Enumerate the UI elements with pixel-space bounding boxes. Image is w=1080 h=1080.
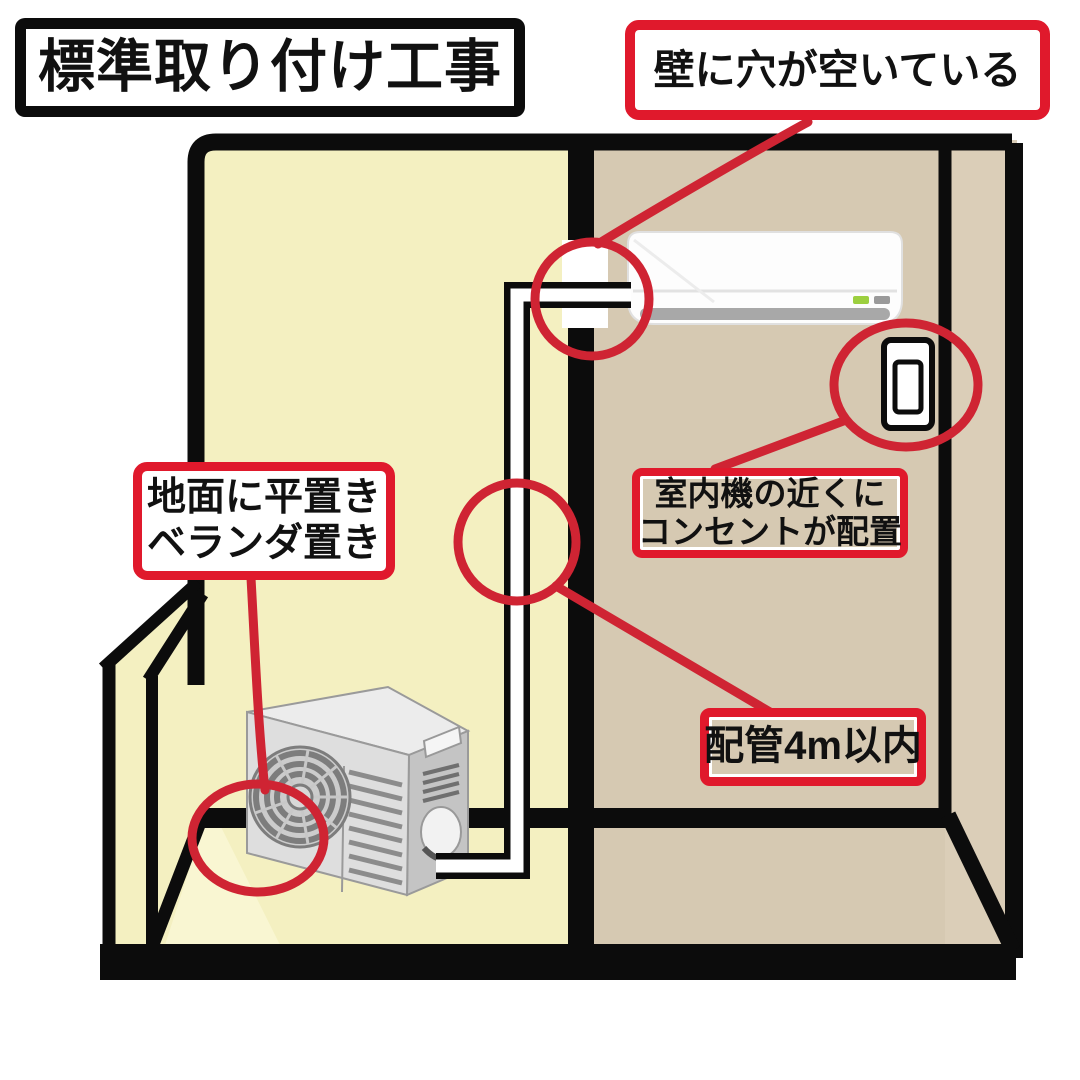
connector-hole-label bbox=[593, 117, 813, 249]
outlet-label-line1: 室内機の近くに bbox=[654, 475, 886, 513]
ground-placement-line1: 地面に平置き bbox=[146, 475, 381, 519]
bottom-floor-band bbox=[100, 944, 1016, 980]
title-text: 標準取り付け工事 bbox=[38, 34, 502, 99]
outlet-label-box: 室内機の近くに コンセントが配置 bbox=[632, 468, 908, 558]
refrigerant-pipe bbox=[436, 282, 631, 879]
piping-limit-text: 配管4m以内 bbox=[704, 724, 922, 769]
pipe-fill bbox=[436, 288, 631, 873]
wall-hole-label-box: 壁に穴が空いている bbox=[625, 20, 1050, 120]
piping-limit-label-box: 配管4m以内 bbox=[700, 708, 926, 786]
highlight-circle-outdoor-unit bbox=[187, 779, 329, 897]
indoor-unit-sheen bbox=[633, 238, 715, 304]
outdoor-unit-handle bbox=[422, 725, 463, 759]
ground-placement-line2: ベランダ置き bbox=[146, 522, 381, 565]
connector-piping-label bbox=[551, 581, 775, 717]
connector-outlet-label bbox=[710, 415, 851, 474]
indoor-unit-led-gray bbox=[874, 296, 890, 304]
indoor-unit-vent bbox=[640, 308, 890, 320]
indoor-unit-led-green bbox=[853, 296, 869, 304]
highlight-circle-outlet bbox=[829, 318, 983, 452]
connector-ground-label bbox=[246, 573, 270, 795]
outdoor-unit-side-vents bbox=[422, 763, 460, 803]
indoor-unit bbox=[627, 231, 903, 325]
outlet-socket bbox=[892, 359, 924, 415]
top-and-left-border bbox=[187, 133, 1012, 685]
parapet-top-inner-edge bbox=[142, 590, 209, 684]
outlet bbox=[881, 337, 935, 431]
highlight-circle-pipe bbox=[453, 478, 581, 606]
outlet-label-line2: コンセントが配置 bbox=[638, 513, 902, 550]
ground-placement-label-box: 地面に平置き ベランダ置き bbox=[133, 462, 395, 580]
title-box: 標準取り付け工事 bbox=[15, 18, 525, 117]
wall-hole-label-text: 壁に穴が空いている bbox=[653, 46, 1022, 93]
outdoor-unit-louvers bbox=[348, 769, 403, 886]
floor-diagonal-right bbox=[940, 811, 1021, 954]
floor-highlight bbox=[165, 805, 280, 945]
red-annotations bbox=[187, 117, 983, 897]
highlight-circle-wall-hole bbox=[530, 237, 654, 361]
parapet-top-outer-edge bbox=[98, 577, 203, 673]
